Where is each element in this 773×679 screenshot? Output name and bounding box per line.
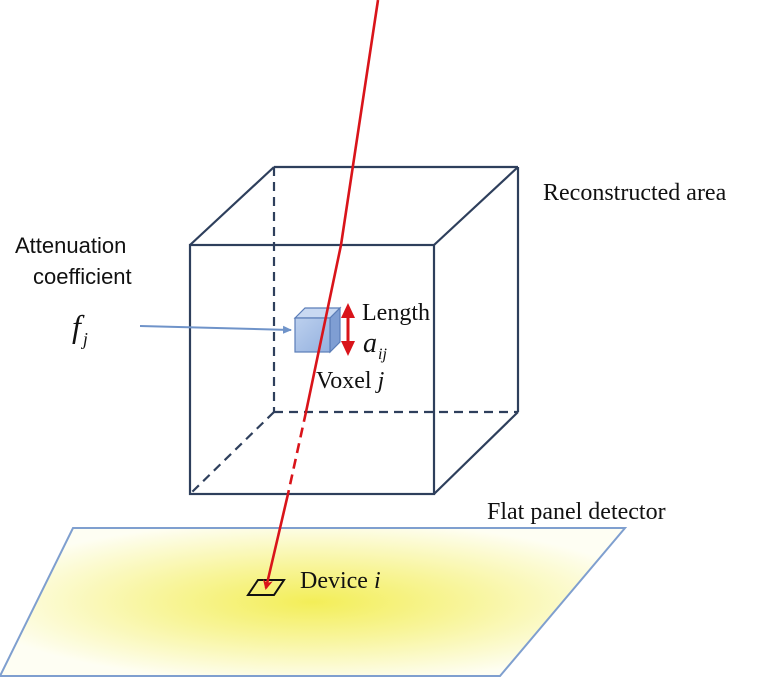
device-pixel (246, 579, 286, 596)
flat-panel-detector-label: Flat panel detector (487, 499, 666, 525)
cube-bottom-right-edge (433, 411, 519, 495)
x-ray-beam (262, 0, 380, 590)
cube-front-face (188, 243, 436, 496)
attenuation-label: Attenuation (15, 233, 126, 258)
x-ray-hidden-segment (286, 411, 308, 495)
coefficient-pointer-arrow (139, 325, 292, 334)
cube-top-left-edge (189, 166, 275, 246)
length-label: Length (362, 300, 430, 326)
cube-hidden-edge-depth (189, 411, 275, 495)
flat-panel-detector (0, 527, 628, 677)
cube-hidden-edges (189, 167, 518, 495)
cube-top-right-edge (433, 166, 519, 246)
a-subscript: ij (378, 346, 387, 363)
reconstructed-area-label: Reconstructed area (543, 180, 727, 206)
cube-visible-edges (188, 165, 520, 496)
detector-panel (0, 527, 628, 677)
length-double-arrow (341, 303, 355, 356)
a-symbol: a (363, 328, 377, 359)
x-ray-outgoing (262, 493, 290, 590)
a-ij-symbol: aij (363, 328, 387, 363)
voxel (293, 306, 342, 354)
voxel-word: Voxel (316, 368, 372, 394)
f-subscript: j (81, 329, 88, 349)
x-ray-front-segment (304, 244, 343, 413)
device-index: i (374, 568, 381, 594)
coefficient-label: coefficient (33, 264, 132, 289)
x-ray-incoming (339, 0, 380, 246)
device-word: Device (300, 568, 368, 594)
voxel-index: j (375, 368, 385, 394)
